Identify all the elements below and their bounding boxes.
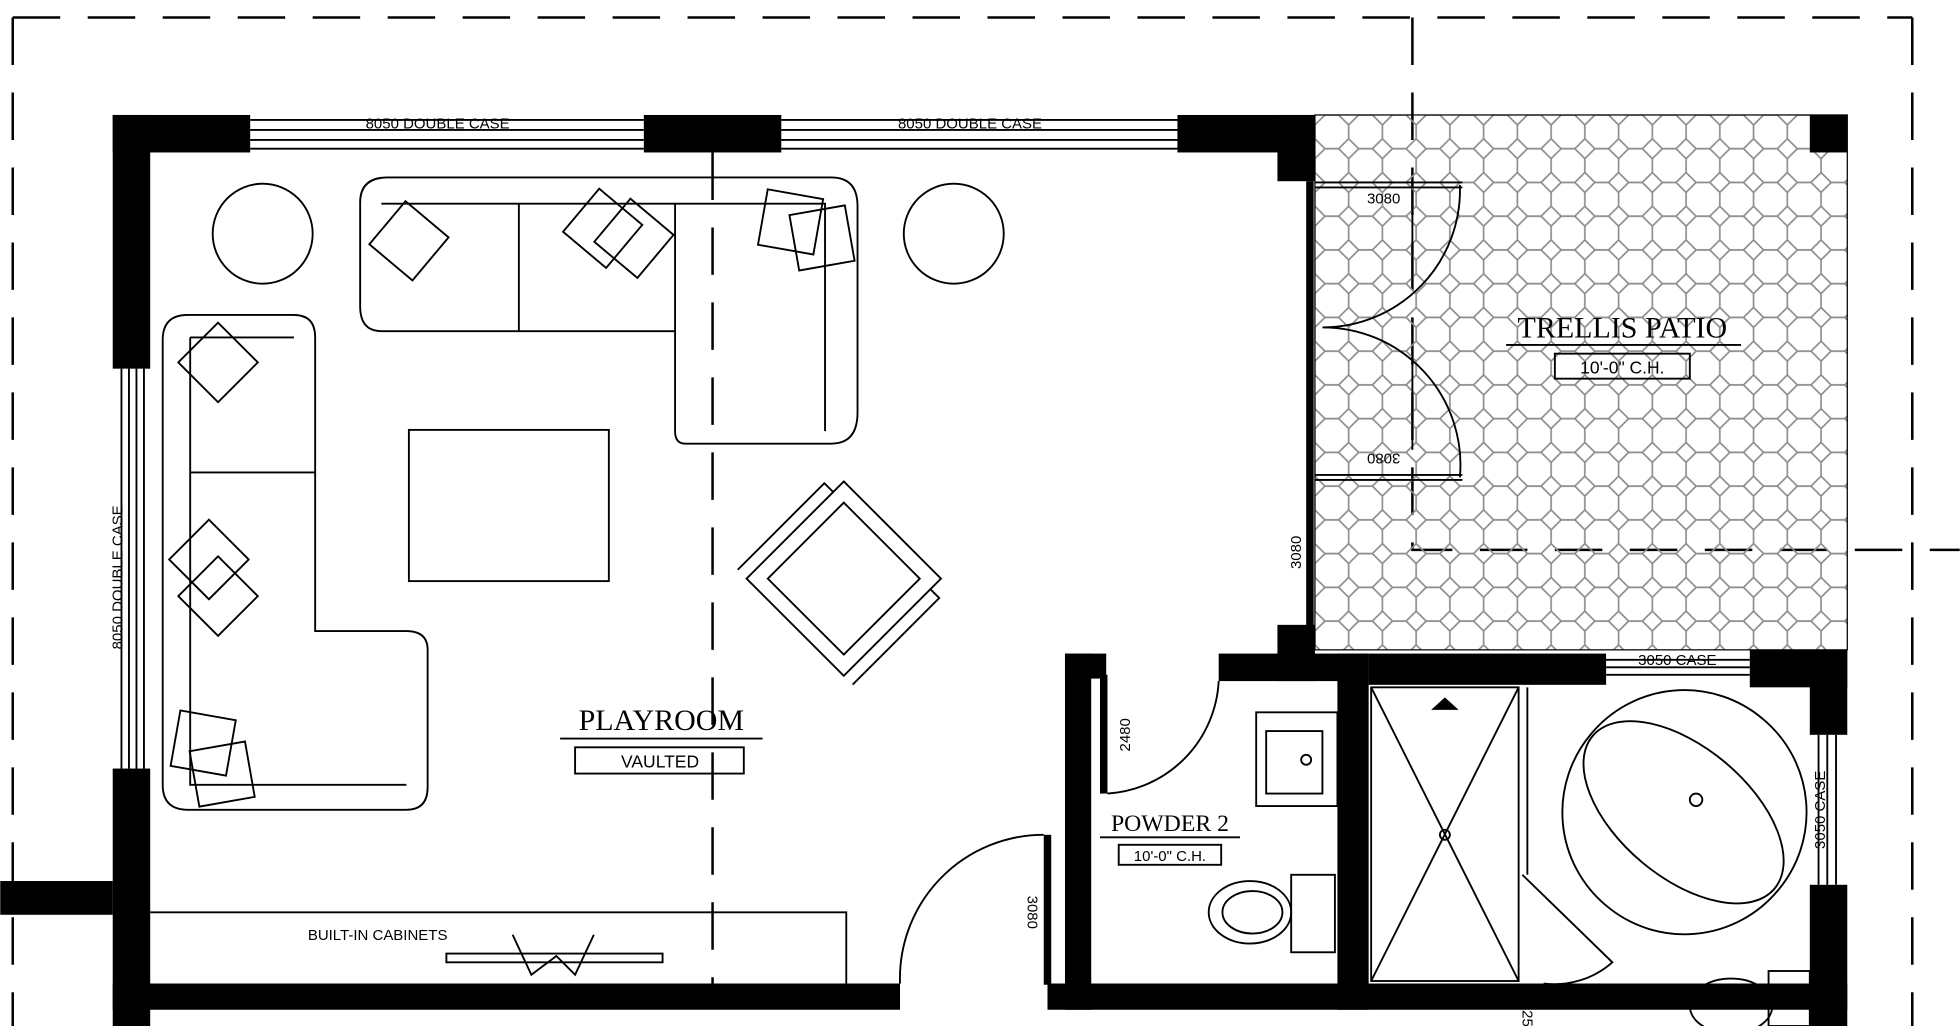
sectional-sofa-left (161, 313, 429, 811)
armchair (737, 480, 943, 686)
coffee-table (407, 428, 610, 583)
shower (1370, 686, 1529, 982)
ceiling-height-powder: 10'-0" C.H. (1134, 848, 1206, 865)
window-label: 8050 DOUBLE CASE (110, 505, 127, 649)
room-name-playroom: PLAYROOM (579, 704, 745, 737)
patio-tile-floor (1314, 114, 1848, 651)
door-label: 2480 (1117, 718, 1134, 751)
door-label: 25 (1518, 1010, 1535, 1026)
door-label: 3080 (1367, 191, 1400, 208)
sectional-sofa-top (359, 176, 859, 445)
side-table-right (902, 182, 1005, 285)
door-label: 3080 (1367, 450, 1400, 467)
door-label: 3080 (1288, 536, 1305, 569)
built-in-label: BUILT-IN CABINETS (308, 927, 448, 944)
door-swings (899, 184, 1614, 986)
room-name-patio: TRELLIS PATIO (1518, 311, 1728, 344)
room-name-powder: POWDER 2 (1111, 811, 1229, 837)
furniture (150, 176, 1811, 1026)
bathtub (1561, 689, 1808, 936)
built-in-cabinets (150, 911, 848, 984)
ceiling-height-patio: 10'-0" C.H. (1580, 358, 1664, 378)
door-label: 3080 (1023, 896, 1040, 929)
side-table-left (211, 182, 314, 285)
toilet-bath (1688, 970, 1811, 1026)
window-label: 3050 CASE (1638, 652, 1716, 669)
windows (120, 119, 1837, 885)
window-label: 8050 DOUBLE CASE (366, 116, 510, 133)
ceiling-playroom: VAULTED (621, 751, 699, 771)
cabinet-sink (445, 934, 664, 977)
toilet (1207, 873, 1336, 954)
walls (0, 114, 1848, 1026)
pillows (167, 187, 856, 808)
window-label: 3050 CASE (1812, 771, 1829, 849)
window-label: 8050 DOUBLE CASE (898, 116, 1042, 133)
vanity-sink (1255, 711, 1339, 807)
